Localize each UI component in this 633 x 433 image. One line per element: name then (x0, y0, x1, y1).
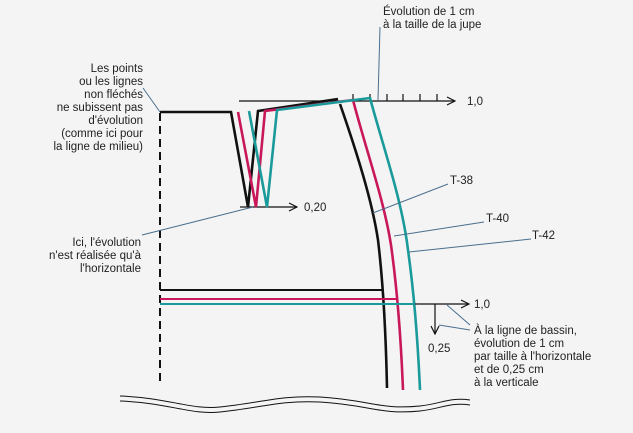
annotation-top-right: Évolution de 1 cm à la taille de la jupe (383, 5, 481, 31)
leader-top-right (377, 26, 381, 101)
svg-text:Évolution de 1 cm: Évolution de 1 cm (383, 5, 474, 18)
dart-step-label: 0,20 (304, 202, 326, 214)
svg-text:à la verticale: à la verticale (474, 377, 539, 389)
svg-text:ne subissent pas: ne subissent pas (57, 102, 144, 114)
leader-bottom-right-2 (438, 324, 471, 331)
leader-left-middle (141, 206, 254, 236)
waist-ticks (352, 94, 438, 101)
svg-text:non fléchés: non fléchés (84, 89, 143, 101)
annotation-bottom-right: À la ligne de bassin, évolution de 1 cm … (474, 324, 591, 389)
outline-t38 (160, 97, 389, 389)
hip-step-label: 1,0 (474, 299, 490, 311)
svg-text:d'évolution: d'évolution (88, 115, 143, 127)
break-line-wavy-2 (119, 400, 471, 413)
svg-text:la ligne de milieu): la ligne de milieu) (54, 141, 144, 153)
svg-text:l'horizontale: l'horizontale (80, 263, 141, 275)
size-label-t38: T-38 (450, 175, 473, 187)
svg-text:et de 0,25 cm: et de 0,25 cm (474, 364, 544, 376)
svg-text:à la taille de la jupe: à la taille de la jupe (383, 19, 481, 31)
leader-t38 (372, 183, 449, 214)
outline-t42 (247, 96, 422, 391)
svg-text:Les points: Les points (91, 63, 144, 75)
svg-text:évolution de 1 cm: évolution de 1 cm (474, 338, 564, 350)
annotation-left-top: Les points ou les lignes non fléchés ne … (54, 63, 144, 153)
svg-text:(comme ici pour: (comme ici pour (61, 128, 143, 140)
leader-left-top (142, 87, 161, 113)
outline-t40 (236, 98, 405, 391)
svg-text:par taille à l'horizontale: par taille à l'horizontale (474, 351, 591, 363)
waist-step-label: 1,0 (467, 96, 483, 108)
annotation-left-middle: Ici, l'évolution n'est réalisée qu'à l'h… (49, 237, 142, 275)
size-label-t42: T-42 (532, 230, 555, 242)
size-label-t40: T-40 (486, 213, 509, 225)
svg-text:À la ligne de bassin,: À la ligne de bassin, (474, 324, 577, 337)
svg-text:Ici, l'évolution: Ici, l'évolution (72, 237, 141, 249)
leader-t40 (393, 221, 485, 237)
break-line-wavy (119, 395, 471, 408)
svg-text:ou les lignes: ou les lignes (79, 76, 143, 88)
hip-vertical-label: 0,25 (428, 343, 450, 355)
leader-bottom-right-1 (446, 304, 471, 326)
svg-text:n'est réalisée qu'à: n'est réalisée qu'à (49, 250, 142, 262)
leader-t42 (408, 238, 532, 253)
